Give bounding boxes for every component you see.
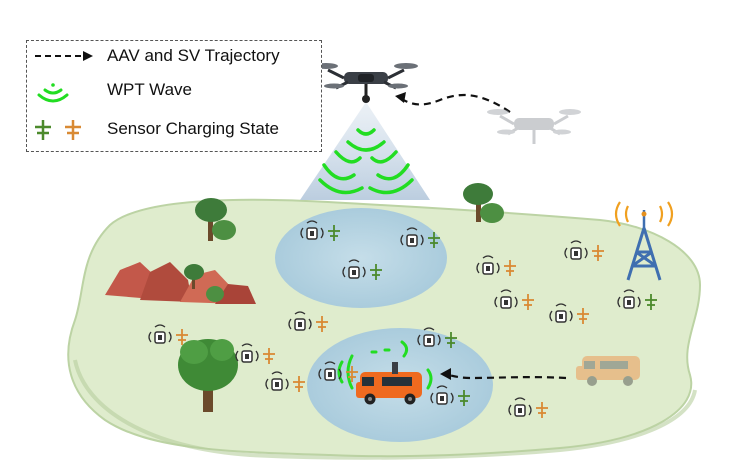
legend-charged-icon bbox=[35, 120, 51, 140]
charged-state-icon bbox=[445, 332, 457, 348]
sensor-icon bbox=[476, 255, 500, 275]
uncharged-state-icon bbox=[536, 402, 548, 418]
charged-state-icon bbox=[458, 390, 470, 406]
uncharged-state-icon bbox=[263, 348, 275, 364]
tree-icon bbox=[178, 339, 238, 412]
legend: AAV and SV Trajectory WPT Wave Sensor Ch… bbox=[26, 40, 322, 152]
uncharged-state-icon bbox=[316, 316, 328, 332]
charging-zone-aav bbox=[275, 208, 447, 308]
island-ground bbox=[67, 198, 702, 458]
sv-trajectory-arrow bbox=[440, 368, 451, 380]
rock-icon bbox=[105, 262, 256, 304]
sensor-icon bbox=[265, 371, 289, 391]
sensor-icon bbox=[494, 289, 518, 309]
sensor-icon bbox=[400, 227, 424, 247]
uncharged-state-icon bbox=[176, 329, 188, 345]
sv-trajectory bbox=[443, 372, 567, 380]
uncharged-state-icon bbox=[346, 366, 358, 382]
legend-trajectory-arrow-icon bbox=[35, 51, 93, 61]
sensor-icon bbox=[617, 289, 641, 309]
charged-state-icon bbox=[428, 232, 440, 248]
ghost-drone-icon bbox=[487, 109, 581, 144]
island-rim bbox=[73, 359, 697, 460]
charged-state-icon bbox=[328, 225, 340, 241]
sensor-icon bbox=[288, 311, 312, 331]
uncharged-state-icon bbox=[504, 260, 516, 276]
uncharged-state-icon bbox=[522, 294, 534, 310]
aav-trajectory bbox=[399, 94, 511, 113]
sensor-icon bbox=[508, 397, 532, 417]
sensor-icon bbox=[564, 240, 588, 260]
sensor-icon bbox=[430, 385, 454, 405]
legend-wpt-label: WPT Wave bbox=[107, 80, 193, 99]
legend-icons bbox=[35, 51, 93, 140]
sensor-icon bbox=[549, 303, 573, 323]
tower-icon bbox=[614, 201, 674, 281]
sensor-icon bbox=[300, 220, 324, 240]
legend-charging-label: Sensor Charging State bbox=[107, 119, 279, 138]
sensor-icon bbox=[318, 361, 342, 381]
tree-icon bbox=[195, 198, 236, 241]
van-icon bbox=[356, 362, 422, 405]
charged-state-icon bbox=[370, 264, 382, 280]
legend-uncharged-icon bbox=[65, 120, 81, 140]
sensor-icon bbox=[342, 259, 366, 279]
charged-state-icon bbox=[645, 294, 657, 310]
aav-trajectory-arrow bbox=[395, 92, 406, 103]
tree-icon bbox=[463, 183, 504, 223]
sensor-icon bbox=[148, 324, 172, 344]
sensor-group bbox=[148, 220, 657, 418]
legend-trajectory-label: AAV and SV Trajectory bbox=[107, 46, 280, 65]
legend-wpt-wave-icon bbox=[37, 83, 69, 103]
uncharged-state-icon bbox=[577, 308, 589, 324]
ghost-van-icon bbox=[576, 356, 640, 386]
sensor-icon bbox=[417, 327, 441, 347]
uncharged-state-icon bbox=[592, 245, 604, 261]
sensor-icon bbox=[235, 343, 259, 363]
drone-icon bbox=[314, 63, 418, 103]
uncharged-state-icon bbox=[293, 376, 305, 392]
wpt-wave-group bbox=[318, 128, 414, 195]
